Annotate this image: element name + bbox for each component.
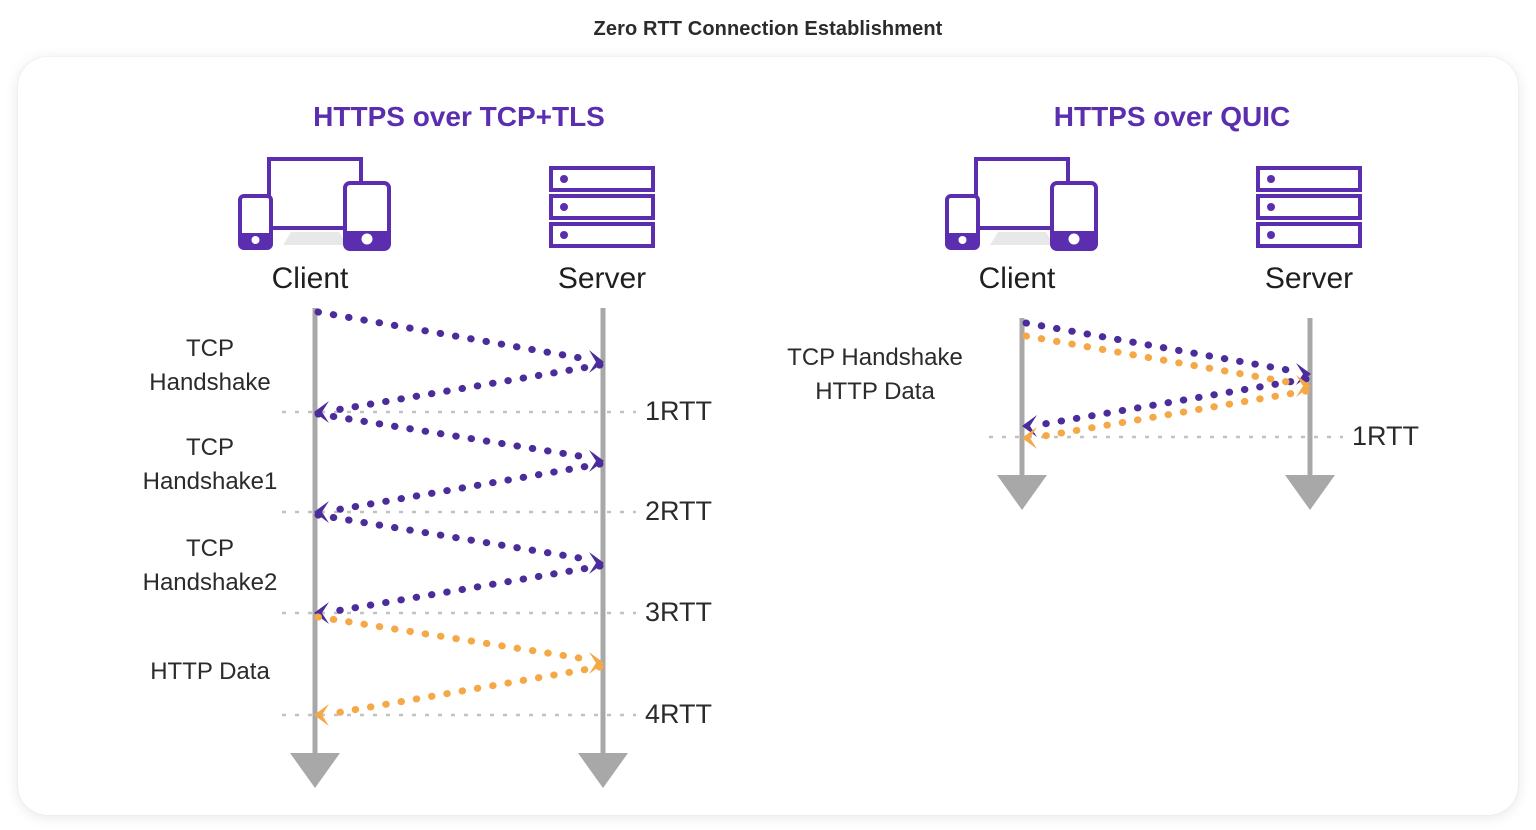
rtt-label-4-left: 4RTT bbox=[645, 699, 713, 729]
panel-heading-quic: HTTPS over QUIC bbox=[1053, 101, 1291, 132]
server-label-left: Server bbox=[557, 262, 647, 295]
client-label-right: Client bbox=[978, 262, 1056, 295]
message-label-quic-handshake-data: TCP Handshake HTTP Data bbox=[740, 341, 1010, 409]
message-label-tcp-handshake1: TCP Handshake1 bbox=[90, 431, 330, 499]
message-label-line1: TCP bbox=[186, 335, 234, 362]
message-label-line1: TCP bbox=[186, 434, 234, 461]
rtt-label-2-left: 2RTT bbox=[645, 496, 713, 526]
panel-heading-tcp-tls: HTTPS over TCP+TLS bbox=[313, 101, 605, 132]
message-label-line1: TCP Handshake bbox=[787, 344, 963, 371]
message-label-line1: HTTP Data bbox=[150, 658, 270, 685]
message-label-tcp-handshake2: TCP Handshake2 bbox=[90, 532, 330, 600]
message-label-line1: TCP bbox=[186, 535, 234, 562]
page-title: Zero RTT Connection Establishment bbox=[593, 18, 943, 40]
rtt-label-1-left: 1RTT bbox=[645, 396, 713, 426]
message-label-line2: Handshake2 bbox=[142, 569, 278, 597]
message-label-http-data: HTTP Data bbox=[90, 655, 330, 689]
message-label-line2: Handshake bbox=[149, 369, 271, 397]
rtt-label-1-right: 1RTT bbox=[1352, 421, 1420, 451]
message-label-tcp-handshake: TCP Handshake bbox=[90, 332, 330, 400]
rtt-label-3-left: 3RTT bbox=[645, 597, 713, 627]
message-label-line2: Handshake1 bbox=[142, 468, 278, 496]
server-label-right: Server bbox=[1264, 262, 1354, 295]
client-label-left: Client bbox=[271, 262, 349, 295]
message-label-line2: HTTP Data bbox=[815, 378, 935, 406]
